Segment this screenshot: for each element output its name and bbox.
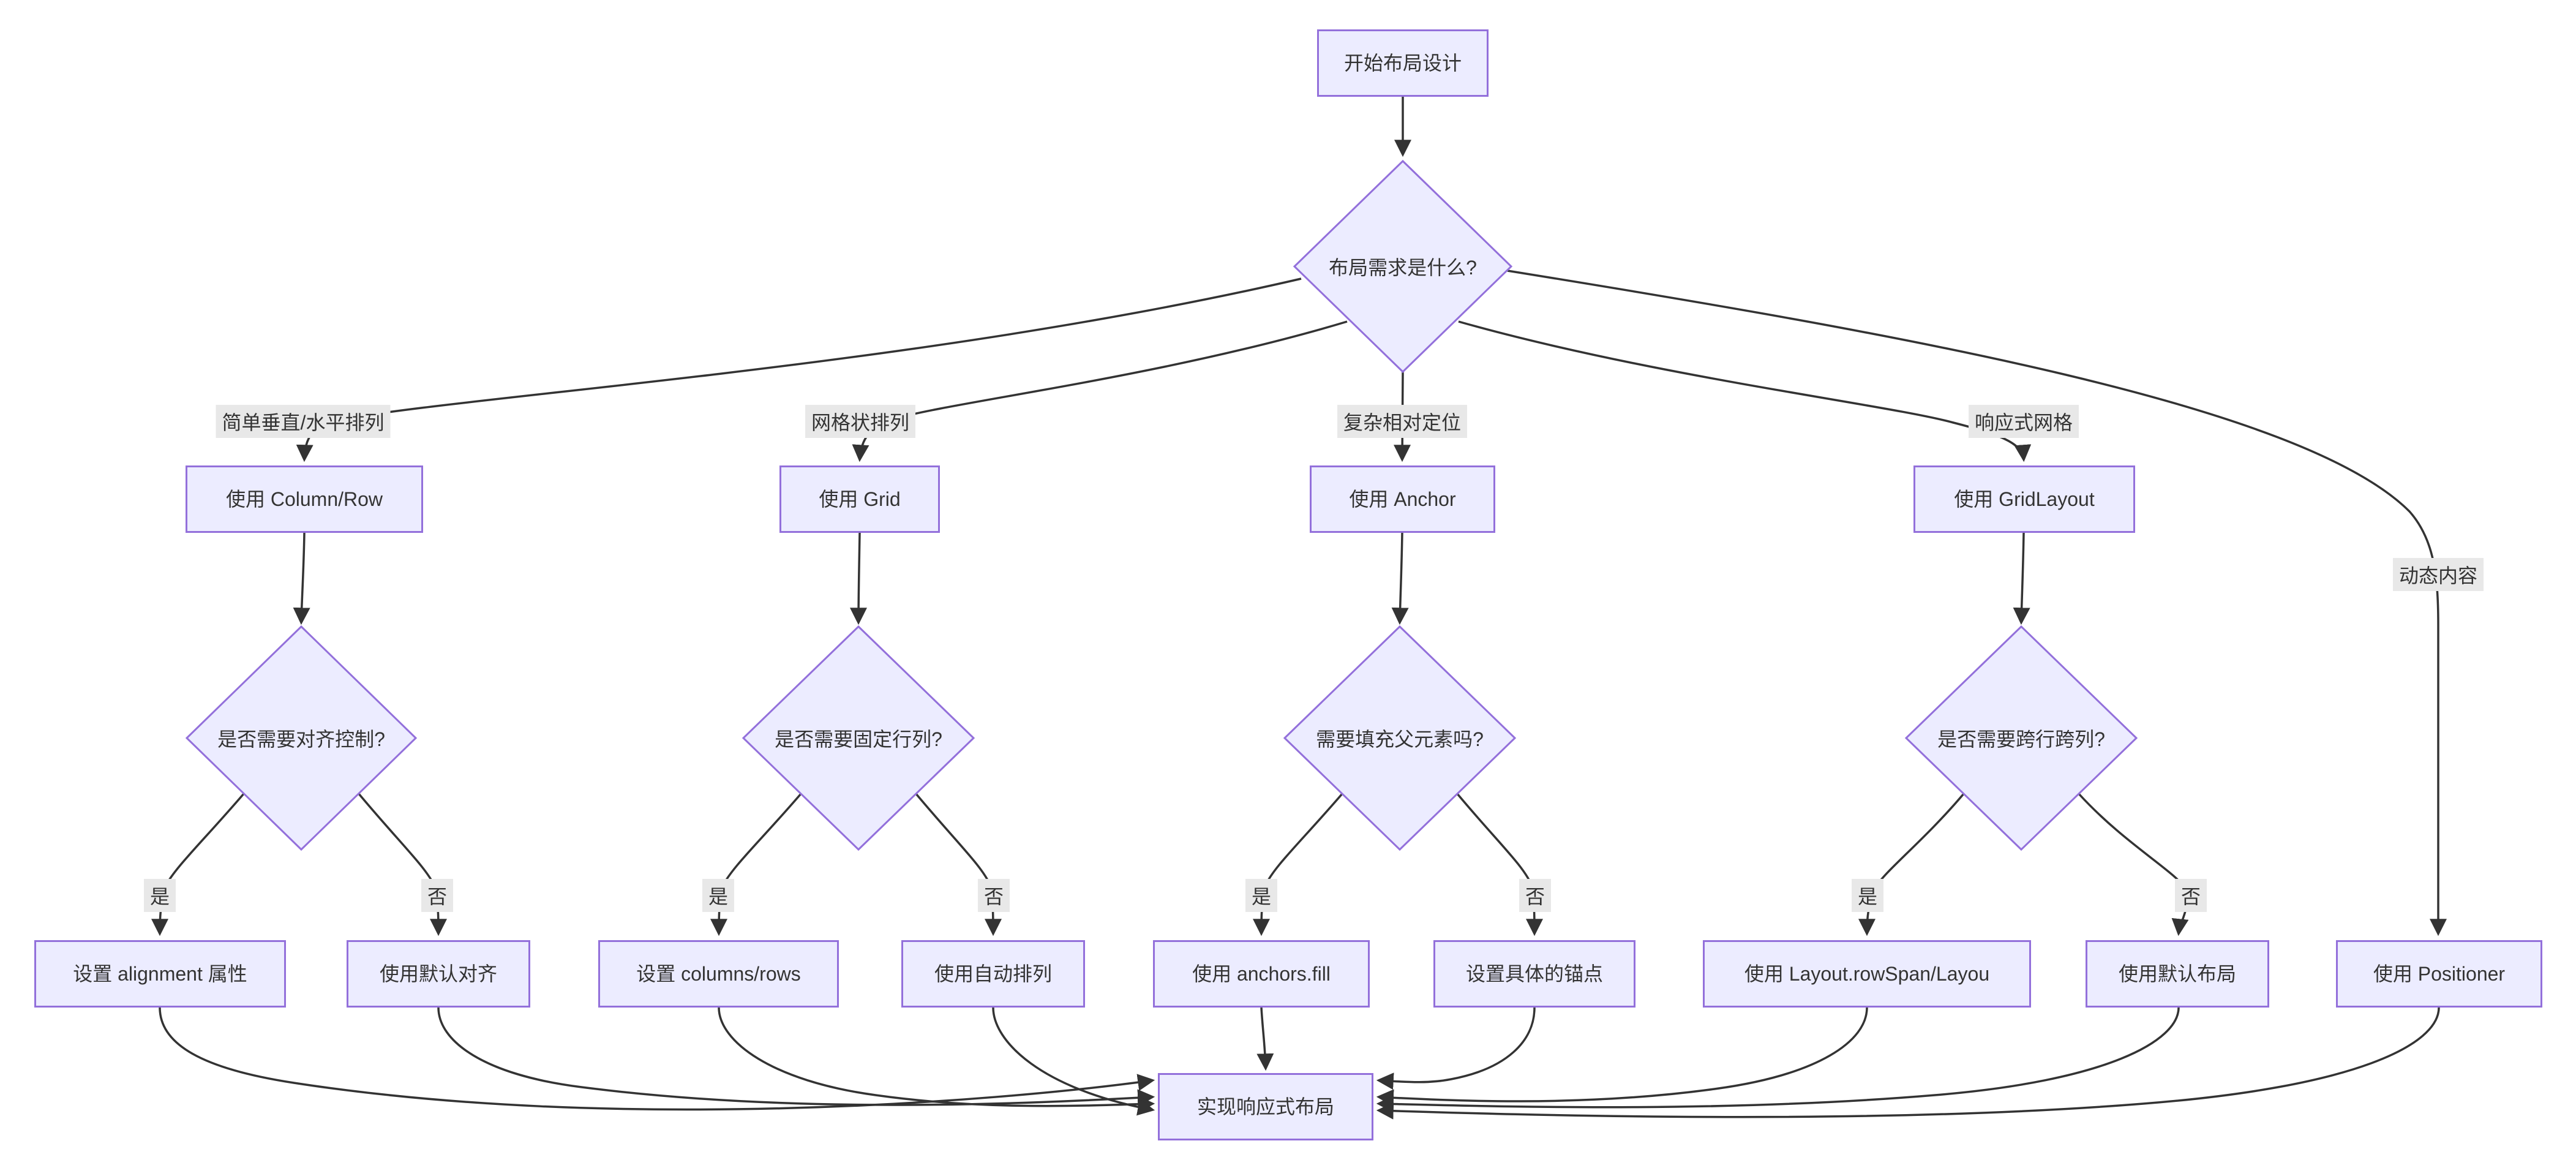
- edge-anchor-qfill: [1391, 532, 1409, 625]
- node-default-layout: 使用默认布局: [2086, 940, 2269, 1008]
- edge-qfill-no: [1456, 793, 1543, 936]
- node-use-column-row: 使用 Column/Row: [186, 465, 423, 533]
- edge-label-no-1: 否: [421, 879, 454, 912]
- edge-label-yes-4: 是: [1851, 879, 1884, 912]
- node-use-anchor: 使用 Anchor: [1310, 465, 1495, 533]
- node-set-alignment: 设置 alignment 属性: [34, 940, 286, 1008]
- edge-qmain-grid: [852, 320, 1348, 462]
- edge-qspan-yes: [1858, 793, 1965, 936]
- diamond-fill-question: [1283, 625, 1517, 851]
- edge-qfixed-yes: [710, 793, 802, 936]
- edge-label-yes-3: 是: [1245, 879, 1278, 912]
- edge-qfixed-no: [915, 793, 1002, 936]
- edge-setcolumnsrows-result: [718, 1007, 1155, 1113]
- label-fixed-question: 是否需要固定行列?: [775, 728, 942, 750]
- edge-defaultalign-result: [437, 1007, 1155, 1107]
- node-start: 开始布局设计: [1317, 29, 1489, 97]
- edge-autolayout-result: [992, 1007, 1155, 1116]
- edge-label-yes-2: 是: [702, 879, 735, 912]
- label-span-question: 是否需要跨行跨列?: [1937, 728, 2105, 750]
- node-result: 实现响应式布局: [1158, 1073, 1373, 1140]
- edge-label-grid-arrangement: 网格状排列: [805, 405, 916, 438]
- edge-label-simple-arrangement: 简单垂直/水平排列: [216, 405, 391, 438]
- edge-defaultlayout-result: [1376, 1007, 2180, 1113]
- edge-label-no-3: 否: [1519, 879, 1552, 912]
- edge-label-no-4: 否: [2174, 879, 2207, 912]
- node-use-grid: 使用 Grid: [779, 465, 940, 533]
- label-align-question: 是否需要对齐控制?: [217, 728, 385, 750]
- diamond-align-question: [185, 625, 418, 851]
- node-rowspan: 使用 Layout.rowSpan/Layou: [1703, 940, 2031, 1008]
- edge-grid-qfixed: [850, 532, 868, 625]
- edge-qalign-no: [358, 793, 447, 936]
- edge-qfill-yes: [1253, 793, 1343, 936]
- edge-qspan-no: [2078, 793, 2189, 936]
- node-anchors-fill: 使用 anchors.fill: [1153, 940, 1370, 1008]
- edge-qmain-gridlayout: [1458, 320, 2032, 462]
- label-fill-question: 需要填充父元素吗?: [1316, 728, 1484, 750]
- node-auto-layout: 使用自动排列: [901, 940, 1085, 1008]
- diamond-fixed-question: [742, 625, 975, 851]
- edge-label-yes-1: 是: [143, 879, 176, 912]
- edge-setalignment-result: [159, 1007, 1155, 1111]
- edge-label-relative-positioning: 复杂相对定位: [1337, 405, 1468, 438]
- node-use-positioner: 使用 Positioner: [2336, 940, 2542, 1008]
- label-layout-question: 布局需求是什么?: [1329, 257, 1477, 279]
- node-default-align: 使用默认对齐: [347, 940, 530, 1008]
- edge-anchorsfill-result: [1256, 1007, 1274, 1071]
- edge-label-responsive-grid: 响应式网格: [1968, 405, 2079, 438]
- edge-qmain-positioner: [1507, 269, 2447, 936]
- edge-specificanchors-result: [1376, 1007, 1536, 1090]
- edge-label-dynamic-content: 动态内容: [2392, 558, 2484, 591]
- node-set-columns-rows: 设置 columns/rows: [598, 940, 839, 1008]
- edge-rowspan-result: [1376, 1007, 1868, 1107]
- edge-columnrow-qalign: [293, 532, 310, 625]
- edge-label-no-2: 否: [977, 879, 1010, 912]
- node-use-gridlayout: 使用 GridLayout: [1913, 465, 2135, 533]
- diamond-layout-question: [1293, 159, 1513, 374]
- edge-qalign-yes: [151, 793, 245, 936]
- edge-positioner-result: [1376, 1007, 2440, 1120]
- edge-gridlayout-qspan: [2013, 532, 2030, 625]
- node-specific-anchors: 设置具体的锚点: [1433, 940, 1635, 1008]
- diamond-span-question: [1904, 625, 2138, 851]
